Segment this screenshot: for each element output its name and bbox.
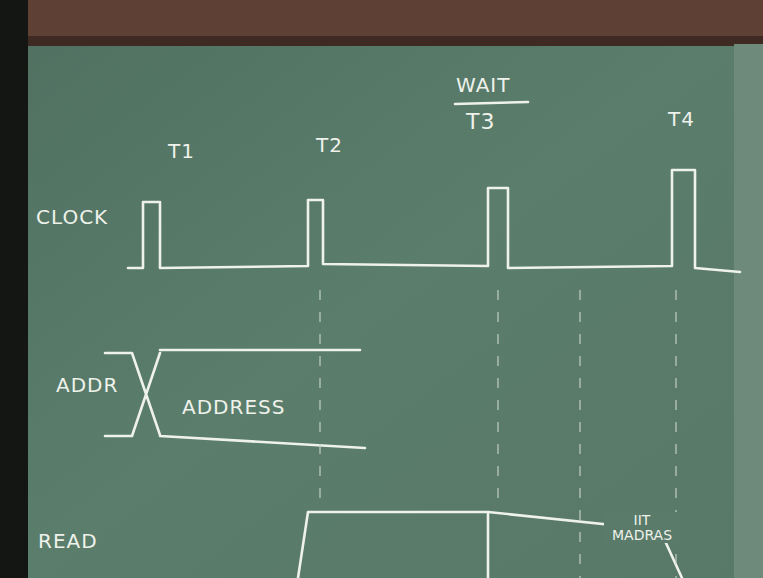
read-waveform xyxy=(298,512,682,578)
signal-name: CLOCK xyxy=(36,206,108,228)
left-shadow xyxy=(0,0,28,578)
timing-guide xyxy=(319,290,321,500)
cycle-label: T3 xyxy=(466,110,495,134)
read-marker xyxy=(487,512,490,578)
timing-guide xyxy=(497,290,499,500)
underline xyxy=(455,102,528,104)
timing-guide xyxy=(579,290,581,578)
cycle-label: T2 xyxy=(316,134,343,156)
signal-name: ADDR xyxy=(56,374,118,396)
watermark: IIT MADRAS xyxy=(604,512,680,543)
cycle-label: T1 xyxy=(168,140,195,162)
bus-value: ADDRESS xyxy=(182,396,285,418)
address-waveform xyxy=(105,350,365,448)
board-frame-edge xyxy=(0,36,763,46)
clock-waveform xyxy=(128,170,740,272)
board-edge xyxy=(734,44,763,578)
signal-name: READ xyxy=(38,530,98,552)
cycle-label: T4 xyxy=(668,108,695,130)
state-label: WAIT xyxy=(456,74,510,96)
